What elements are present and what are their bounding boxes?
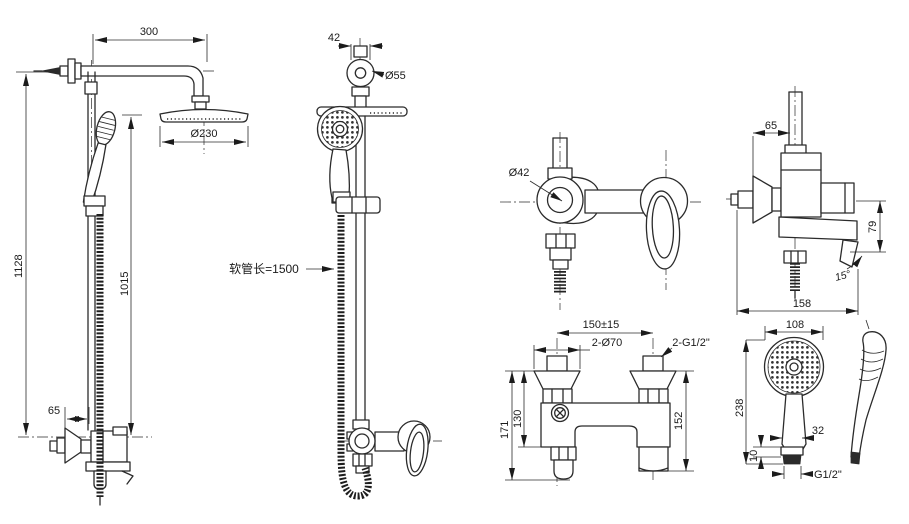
view-shower-column-side: 42 Ø55 软管长=1500 bbox=[229, 32, 442, 500]
right-inlet-stub bbox=[642, 355, 664, 372]
dim-overall-length: 238 bbox=[734, 399, 746, 417]
dim-elbow-offset: 42 bbox=[328, 32, 340, 44]
slider-bracket-lower bbox=[85, 205, 104, 217]
elbow-stem bbox=[353, 45, 368, 58]
view-hand-shower-front: 108 238 32 10 G1/2" bbox=[734, 319, 842, 481]
dim-rail-height: 1015 bbox=[119, 272, 131, 296]
dim-overall-depth: 158 bbox=[793, 298, 811, 310]
dim-inlet-spacing: 150±15 bbox=[583, 319, 620, 331]
view-hand-shower-side bbox=[850, 319, 887, 465]
valve-body-bar bbox=[584, 189, 646, 214]
left-escutcheon bbox=[533, 370, 581, 390]
right-escutcheon bbox=[629, 370, 677, 390]
dim-escutcheon-diameter: Ø55 bbox=[385, 70, 406, 82]
dim-arm-length: 300 bbox=[140, 26, 158, 38]
diverter-block bbox=[820, 182, 855, 214]
dim-body-height: 130 bbox=[512, 410, 524, 428]
grip-collar bbox=[780, 446, 804, 456]
right-port bbox=[638, 446, 669, 472]
wall-flange bbox=[752, 175, 773, 224]
hand-shower-side-profile bbox=[850, 331, 887, 459]
left-port-cap bbox=[553, 459, 574, 480]
elbow-nut bbox=[351, 86, 370, 97]
bridge-body bbox=[540, 402, 671, 448]
spout-base bbox=[778, 216, 858, 241]
view-mixer-front: Ø42 bbox=[500, 132, 704, 310]
view-mixer-side: 65 79 15° 158 bbox=[726, 86, 886, 315]
lever-handle bbox=[645, 190, 681, 270]
dim-right-height: 152 bbox=[673, 412, 685, 430]
side-thread-connector bbox=[850, 451, 861, 465]
dim-body-diameter: Ø42 bbox=[509, 167, 530, 179]
dim-escutcheons: 2-Ø70 bbox=[592, 337, 623, 349]
mixer-valve-side-small bbox=[346, 419, 431, 477]
shower-arm bbox=[80, 65, 204, 97]
wall-stub bbox=[737, 190, 754, 209]
thread-connector bbox=[782, 454, 802, 465]
left-inlet-stub bbox=[546, 355, 568, 372]
slider-bracket-side bbox=[335, 196, 381, 214]
hand-shower-grip bbox=[781, 393, 807, 450]
arm-nut-2 bbox=[194, 101, 207, 110]
wall-stub-end bbox=[730, 193, 739, 206]
hose-length-note: 软管长=1500 bbox=[229, 261, 299, 276]
hand-shower-on-column bbox=[82, 111, 117, 205]
dim-overall-height-back: 171 bbox=[499, 421, 511, 439]
arm-nut bbox=[191, 95, 210, 103]
dim-collar-height: 10 bbox=[748, 450, 760, 462]
valve-body-side bbox=[780, 152, 822, 218]
dim-inlet-threads: 2-G1/2" bbox=[672, 337, 710, 349]
dim-thread: G1/2" bbox=[814, 469, 842, 481]
slider-bracket bbox=[83, 195, 106, 207]
mixer-valve-front-small bbox=[49, 426, 134, 490]
dim-handle-width: 32 bbox=[812, 425, 824, 437]
dim-head-diameter: Ø230 bbox=[191, 128, 218, 140]
dim-wall-depth: 65 bbox=[765, 120, 777, 132]
dim-head-width: 108 bbox=[786, 319, 804, 331]
dim-valve-offset: 65 bbox=[48, 405, 60, 417]
view-shower-column-front: 300 Ø230 1128 1015 65 bbox=[13, 26, 249, 506]
rain-shower-head bbox=[159, 108, 249, 123]
column-top-nut bbox=[84, 81, 98, 95]
dim-overall-height: 1128 bbox=[13, 254, 25, 278]
wall-supply-inlet bbox=[33, 58, 82, 84]
dim-spout-angle: 15° bbox=[834, 268, 852, 284]
view-mixer-back: 150±15 2-Ø70 2-G1/2" 171 130 152 bbox=[499, 319, 710, 486]
wall-elbow-escutcheon bbox=[346, 58, 375, 88]
shower-hose-side bbox=[337, 215, 372, 500]
dim-spout-drop: 79 bbox=[867, 221, 879, 233]
